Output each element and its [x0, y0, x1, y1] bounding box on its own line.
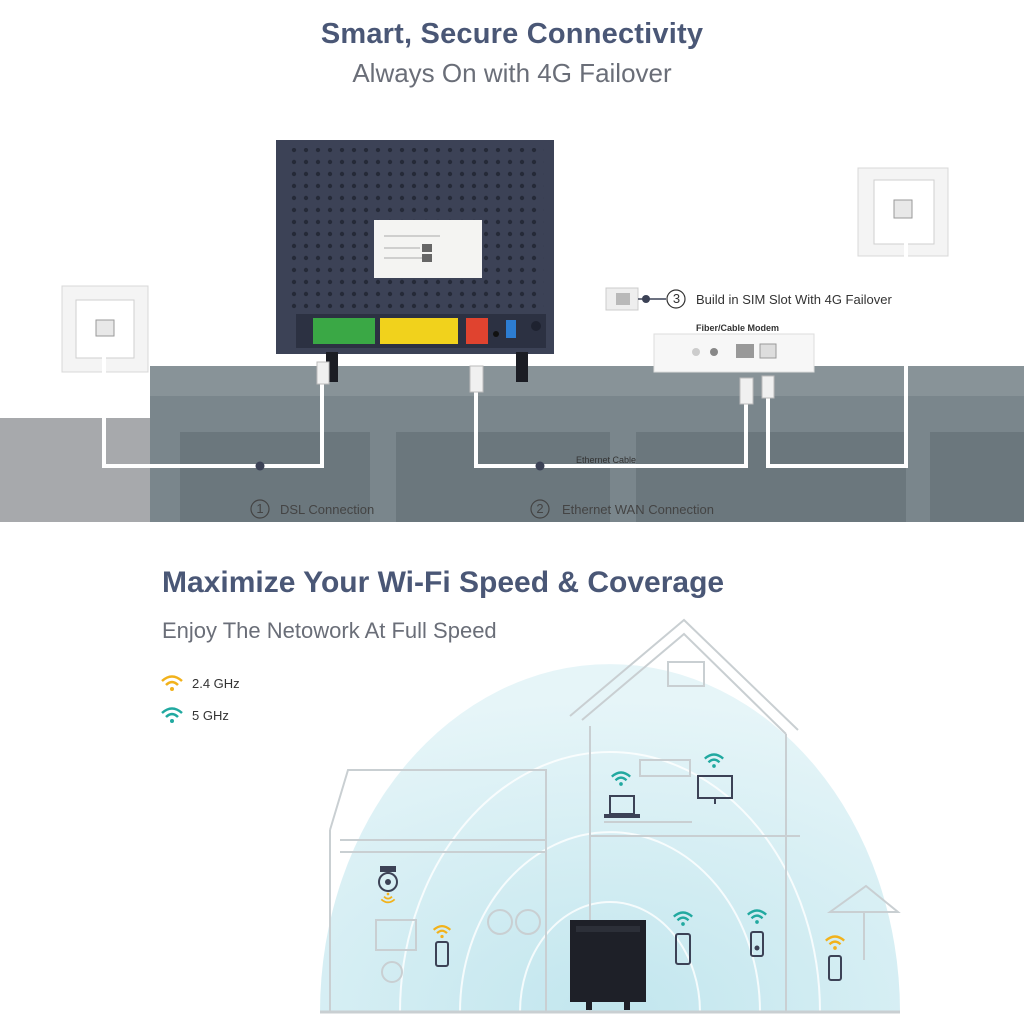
wan-connection-label: Ethernet WAN Connection [562, 502, 714, 517]
wifi-teal-icon [161, 707, 183, 723]
dsl-step-number: 1 [256, 501, 264, 516]
dsl-cable [102, 340, 324, 468]
sim-card [605, 287, 666, 311]
doorbell-icon [750, 931, 764, 957]
security-camera-icon [378, 866, 398, 892]
coverage-dome [320, 664, 900, 1012]
wan-step-number: 2 [536, 501, 544, 516]
headline-wifi: Maximize Your Wi-Fi Speed & Coverage [162, 566, 725, 599]
sim-slot-label: Build in SIM Slot With 4G Failover [696, 292, 892, 307]
dsl-step-circle [250, 499, 270, 519]
wall-left-block [0, 418, 160, 522]
wan-step-circle [530, 499, 550, 519]
wan-port [466, 318, 488, 344]
legend-item-2-4ghz: 2.4 GHz [160, 674, 240, 692]
wifi-yellow-icon [161, 675, 183, 691]
ethernet-cable-label: Ethernet Cable [576, 455, 637, 465]
tv-monitor-icon [697, 775, 733, 804]
subheadline-speed: Enjoy The Netowork At Full Speed [162, 618, 497, 643]
fiber-cable-modem [653, 333, 815, 373]
tablet-icon [675, 933, 691, 965]
dsl-ports [313, 318, 375, 344]
sim-step-circle [666, 289, 686, 309]
laptop-icon [604, 795, 640, 818]
legend-item-5ghz: 5 GHz [160, 706, 229, 724]
router-device [276, 140, 554, 382]
ethernet-cable [474, 390, 748, 468]
legend-label: 5 GHz [192, 707, 229, 723]
subheadline-failover: Always On with 4G Failover [352, 58, 672, 88]
legend-label: 2.4 GHz [192, 675, 240, 691]
headline-connectivity: Smart, Secure Connectivity [320, 18, 704, 50]
router-in-house [570, 920, 646, 1010]
connection-diagram [0, 140, 1024, 522]
modem-label: Fiber/Cable Modem [696, 323, 780, 333]
house-outline [329, 618, 901, 1012]
phone-icon [435, 941, 449, 967]
phone-icon [828, 955, 842, 981]
lan-ports [380, 318, 458, 344]
modem-wall-cable [766, 222, 908, 468]
usb-port [506, 320, 516, 338]
dsl-connection-label: DSL Connection [280, 502, 375, 517]
sim-step-number: 3 [672, 291, 681, 306]
